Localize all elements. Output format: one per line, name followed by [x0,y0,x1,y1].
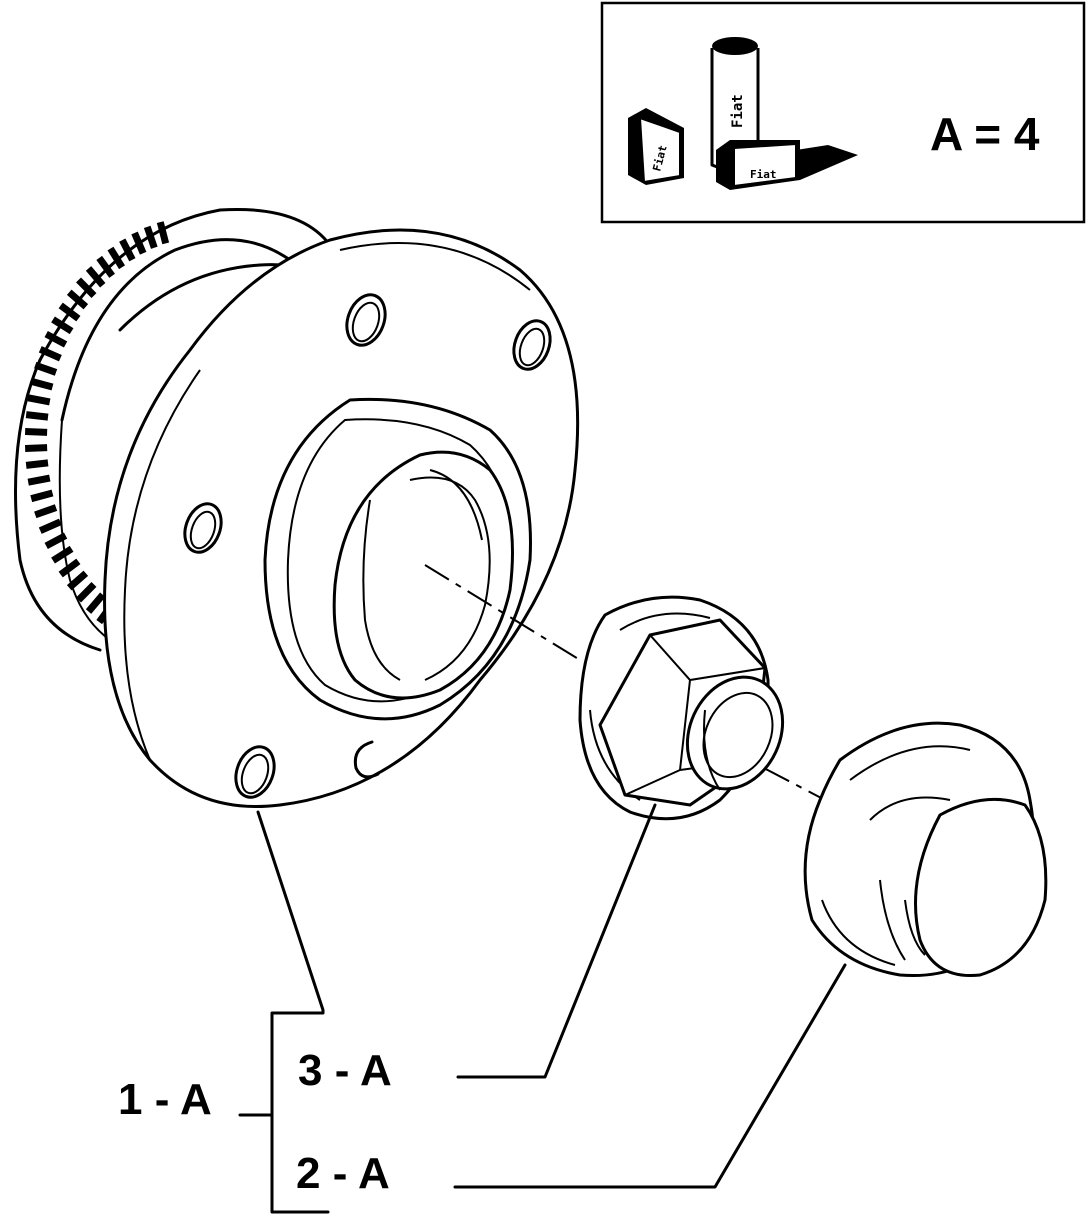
tone-ring-tooth [119,238,136,262]
legend-box: Fiat Fiat Fiat A = 4 [600,1,1086,224]
tone-ring-tooth [76,277,97,299]
sealant-tube-icon: Fiat Fiat Fiat [628,37,858,190]
tone-ring-tooth [96,255,115,278]
tone-ring-tooth [143,225,158,249]
tone-ring-tooth [58,302,81,322]
label-hub-assembly: 1 - A [118,1075,212,1124]
tone-ring-tooth [107,246,126,270]
tone-ring-tooth [85,266,106,288]
tone-ring-tooth [25,459,49,469]
tone-ring-tooth [25,411,49,421]
tone-ring-tooth [66,289,89,310]
tone-ring-tooth [85,592,106,614]
tone-ring-tooth [131,231,147,255]
leader-lines [238,803,847,1214]
tone-ring-tooth [34,504,58,519]
tone-ring-tooth [38,518,62,534]
tone-ring-tooth [27,474,51,486]
bolt-holes [183,293,552,799]
tone-ring-tooth [51,316,74,335]
tone-ring-tooth [30,377,54,391]
tone-ring-tooth [24,444,48,452]
wheel-hub [14,207,580,809]
tone-ring-tooth [51,545,74,564]
tone-ring-tooth [44,331,68,348]
tone-ring-tooth [30,489,54,503]
label-hub-nut: 3 - A [298,1046,392,1095]
tone-ring-tooth [76,581,97,603]
hub-nut [578,595,785,821]
tone-ring-tooth [24,428,48,436]
tube-label: Fiat [730,94,746,128]
label-hub-cap: 2 - A [296,1149,390,1198]
tone-ring-tooth [34,361,58,376]
box-label-right: Fiat [750,168,777,181]
tone-ring-tooth [27,394,51,406]
tone-ring-tooth [58,558,81,578]
tone-ring-tooth [156,221,170,245]
legend-text: A = 4 [930,108,1040,160]
hub-cap [803,721,1048,978]
tone-ring-tooth [38,346,62,362]
